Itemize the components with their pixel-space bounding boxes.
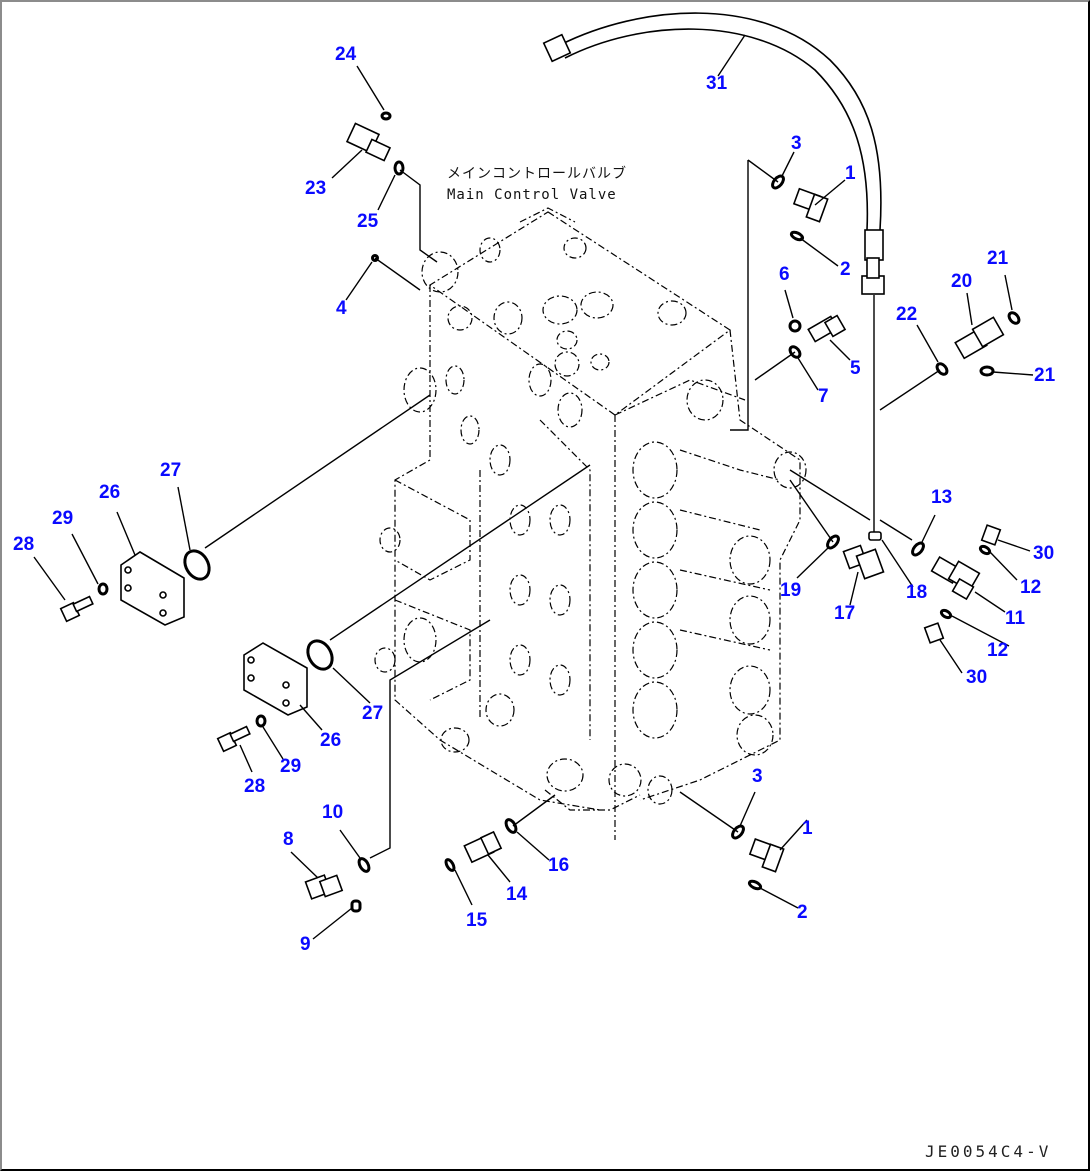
callout-30-lower: 30 — [966, 667, 987, 688]
part-3-oring-lower — [731, 824, 745, 840]
part-24-oring — [380, 111, 392, 121]
callout-18: 18 — [906, 582, 927, 603]
part-29-washer-lower — [255, 714, 267, 728]
part-2-oring-lower — [747, 879, 763, 891]
part-17-elbow — [842, 544, 885, 580]
part-28-bolt-upper — [59, 595, 94, 623]
callout-26-lower: 26 — [320, 730, 341, 751]
callout-12-lower: 12 — [987, 640, 1008, 661]
part-10-oring — [357, 857, 371, 873]
part-30-plug-lower — [923, 622, 945, 644]
part-8-elbow — [304, 874, 344, 900]
callout-11: 11 — [1005, 608, 1026, 629]
callout-29-lower: 29 — [280, 756, 301, 777]
top-face-fittings — [421, 237, 687, 377]
callout-16: 16 — [548, 855, 569, 876]
callout-3-lower: 3 — [752, 766, 763, 787]
callout-2-lower: 2 — [797, 902, 808, 923]
spool-caps-right — [632, 379, 807, 756]
callout-31: 31 — [706, 73, 728, 94]
part-2-oring — [789, 230, 805, 242]
figure-code: JE0054C4-V — [925, 1142, 1051, 1161]
part-3-oring — [771, 174, 785, 190]
callout-28-upper: 28 — [13, 534, 34, 555]
part-12-oring-upper — [978, 544, 992, 556]
main-control-valve-body — [374, 211, 807, 840]
valve-title-en: Main Control Valve — [447, 187, 617, 203]
callout-24: 24 — [335, 44, 357, 65]
part-18-seal — [868, 531, 882, 541]
part-29-washer-upper — [97, 582, 109, 596]
callout-28-lower: 28 — [244, 776, 265, 797]
part-23-elbow — [345, 122, 392, 162]
part-13-oring — [911, 541, 925, 557]
part-20-sensor — [954, 316, 1005, 360]
callout-1-upper: 1 — [845, 163, 856, 184]
callout-leaders — [33, 34, 1034, 940]
leader-lines — [204, 159, 941, 859]
callout-13: 13 — [931, 487, 952, 508]
part-6-oring — [788, 319, 802, 333]
valve-title-jp: メインコントロールバルブ — [447, 165, 627, 182]
part-26-cover-upper — [120, 551, 185, 626]
part-11-tee — [930, 555, 981, 601]
callout-20: 20 — [951, 271, 972, 292]
part-27-oring-upper — [183, 549, 211, 581]
part-14-adapter — [463, 830, 503, 864]
parts — [59, 111, 1021, 913]
part-26-cover-lower — [243, 642, 308, 716]
part-1-elbow-lower — [748, 838, 785, 873]
part-19-oring — [826, 534, 840, 550]
part-16-oring — [504, 818, 518, 834]
callout-3-upper: 3 — [791, 133, 802, 154]
callout-8: 8 — [283, 829, 294, 850]
part-9-plug — [350, 899, 362, 913]
part-21-oring-upper — [1007, 311, 1021, 325]
callout-29-upper: 29 — [52, 508, 73, 529]
part-27-oring-lower — [306, 639, 334, 671]
callout-26-upper: 26 — [99, 482, 120, 503]
part-5-connector — [807, 314, 847, 343]
part-1-elbow-upper — [792, 187, 829, 223]
callout-labels: 1 1 2 2 3 3 4 5 6 7 8 9 10 11 12 12 13 1… — [13, 44, 1056, 955]
callout-30-upper: 30 — [1033, 543, 1054, 564]
part-4-plug — [371, 254, 379, 262]
callout-21-upper: 21 — [987, 248, 1009, 269]
callout-27-lower: 27 — [362, 703, 383, 724]
callout-22: 22 — [896, 304, 917, 325]
callout-9: 9 — [300, 934, 311, 955]
part-22-oring — [935, 362, 949, 376]
callout-5: 5 — [850, 358, 861, 379]
callout-14: 14 — [506, 884, 528, 905]
callout-2-upper: 2 — [840, 259, 851, 280]
callout-21-lower: 21 — [1034, 365, 1056, 386]
part-25-oring — [393, 160, 405, 176]
valve-title: メインコントロールバルブ Main Control Valve — [447, 165, 627, 223]
hose-assembly — [542, 12, 885, 535]
callout-23: 23 — [305, 178, 326, 199]
part-21-oring-lower — [979, 365, 995, 377]
part-15-oring — [444, 858, 456, 872]
callout-7: 7 — [818, 386, 829, 407]
bottom-ports — [544, 758, 673, 811]
part-28-bolt-lower — [216, 725, 251, 753]
callout-27-upper: 27 — [160, 460, 181, 481]
callout-19: 19 — [780, 580, 801, 601]
callout-25: 25 — [357, 211, 379, 232]
part-30-plug-upper — [980, 524, 1002, 546]
callout-10: 10 — [322, 802, 343, 823]
part-7-oring — [788, 345, 802, 359]
callout-12-upper: 12 — [1020, 577, 1041, 598]
ports-left — [374, 363, 591, 753]
part-12-oring-lower — [939, 608, 953, 620]
callout-17: 17 — [834, 603, 855, 624]
callout-1-lower: 1 — [802, 818, 813, 839]
callout-4: 4 — [336, 298, 347, 319]
callout-6: 6 — [779, 264, 790, 285]
callout-15: 15 — [466, 910, 488, 931]
